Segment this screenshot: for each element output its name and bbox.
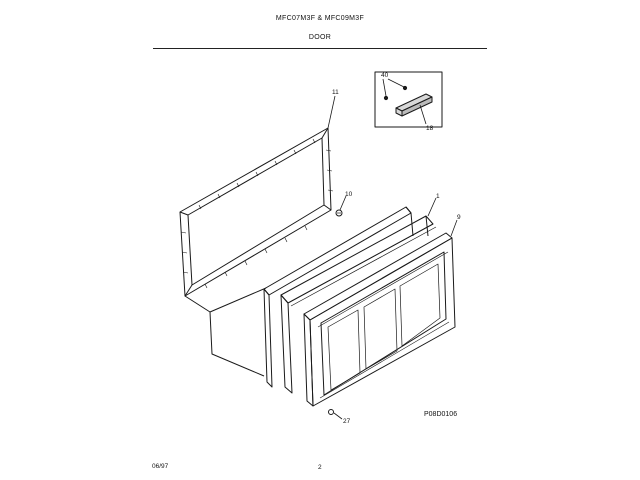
door-liner-part [280, 215, 437, 394]
section-title: DOOR [308, 34, 332, 41]
leader-lines [327, 78, 458, 420]
cabinet-edge [184, 287, 267, 377]
leader-18 [419, 104, 427, 125]
callout-40: 40 [381, 72, 389, 79]
leader-1 [427, 197, 437, 217]
leader-27 [333, 412, 343, 420]
callout-18: 18 [426, 125, 434, 132]
door-panel-part [303, 232, 456, 407]
header-rule [153, 48, 487, 49]
model-numbers: MFC07M3F & MFC09M3F [275, 15, 365, 22]
leader-40a [382, 78, 387, 97]
leader-11 [327, 95, 336, 129]
leader-10 [339, 195, 347, 211]
leader-9 [450, 219, 458, 237]
callout-1: 1 [436, 193, 440, 200]
screw-part [335, 209, 343, 217]
handle-inset-box [374, 71, 443, 128]
callout-9: 9 [457, 214, 461, 221]
callout-11: 11 [332, 89, 339, 96]
bottom-screw-part [328, 409, 334, 415]
door-gasket-part [179, 127, 334, 297]
door-outer-panel [263, 206, 414, 388]
callout-27: 27 [343, 418, 351, 425]
page-number: 2 [318, 464, 322, 471]
publication-date: 06/97 [152, 463, 169, 470]
figure-code: P08D0106 [424, 411, 458, 418]
leader-40b [387, 78, 405, 88]
callout-10: 10 [345, 191, 353, 198]
